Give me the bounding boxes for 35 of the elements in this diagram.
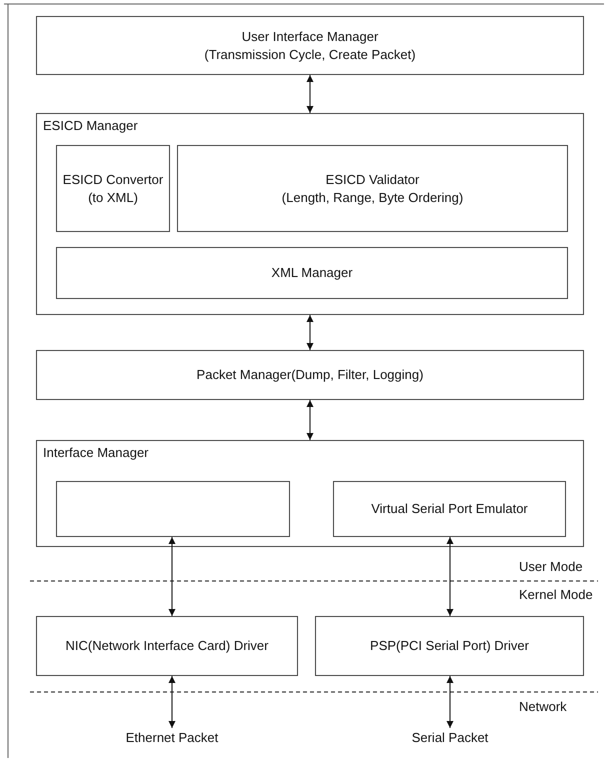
arrow (306, 400, 314, 440)
process-box (333, 481, 566, 537)
group-title: ESICD Manager (43, 118, 138, 133)
process-box (56, 247, 568, 299)
layer-label: Network (519, 699, 567, 714)
box-text: ESICD Convertor (to XML) (62, 170, 164, 206)
process-box (36, 16, 584, 75)
arrow (306, 74, 314, 114)
process-box (177, 145, 568, 232)
box-text: PSP(PCI Serial Port) Driver (370, 637, 529, 655)
box-text: (Length, Range, Byte Ordering) (282, 188, 464, 206)
arrow (168, 536, 176, 616)
box-text: User Interface Manager (242, 28, 378, 46)
layer-label: User Mode (519, 559, 583, 574)
process-box (36, 616, 298, 676)
layer-label: Kernel Mode (519, 587, 593, 602)
process-box (36, 350, 584, 400)
endpoint-label: Serial Packet (412, 729, 488, 747)
box-text: (Transmission Cycle, Create Packet) (204, 46, 416, 64)
arrow (446, 676, 454, 728)
empty-box (56, 481, 290, 537)
process-box (56, 145, 170, 232)
group-title: Interface Manager (43, 445, 149, 460)
box-text: XML Manager (271, 264, 353, 282)
arrow (168, 676, 176, 728)
group-box (36, 440, 584, 547)
arrow (306, 314, 314, 350)
box-text: ESICD Validator (326, 170, 420, 188)
endpoint-label: Ethernet Packet (126, 729, 218, 747)
group-box (36, 113, 584, 315)
box-text: Packet Manager(Dump, Filter, Logging) (196, 366, 424, 384)
box-text: NIC(Network Interface Card) Driver (66, 637, 268, 655)
box-text: Virtual Serial Port Emulator (371, 500, 528, 518)
process-box (315, 616, 584, 676)
arrow (446, 536, 454, 616)
